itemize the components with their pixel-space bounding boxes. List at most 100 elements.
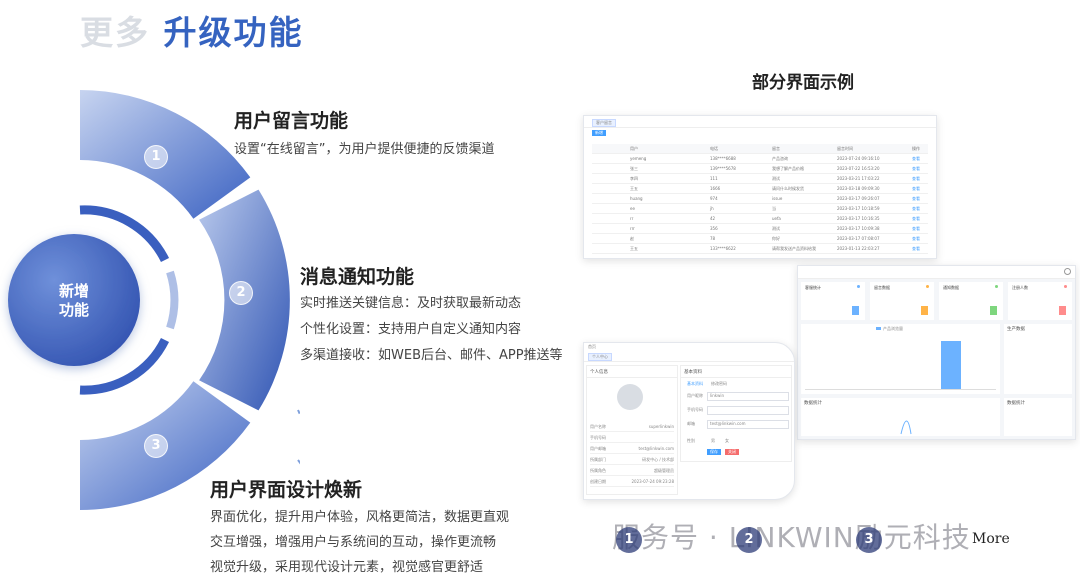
tab-messages[interactable]: 客户留言 xyxy=(592,119,616,127)
text-input[interactable] xyxy=(707,406,789,415)
table-cell: 1666 xyxy=(710,186,721,191)
gender-radio-female[interactable]: 女 xyxy=(725,438,729,443)
field-label: 用户名称 xyxy=(590,424,606,429)
table-cell: 2023-07-24 09:16:10 xyxy=(837,156,880,161)
table-cell: 111 xyxy=(710,176,718,181)
table-cell: 2023-03-21 17:03:22 xyxy=(837,176,880,181)
stat-card: 通知数据 xyxy=(939,282,1003,320)
table-cell: jh xyxy=(710,206,714,211)
bar-chart-panel: 产品浏览量 xyxy=(801,324,1000,394)
inner-arc xyxy=(79,205,170,263)
profile-field-row: 创建日期 2023-07-24 09:23:28 xyxy=(590,477,674,487)
table-cell: 当 xyxy=(772,206,776,211)
feature-number-badge: 3 xyxy=(144,434,168,458)
view-link[interactable]: 查看 xyxy=(912,246,920,251)
view-link[interactable]: 查看 xyxy=(912,236,920,241)
carousel-dot[interactable]: 3 xyxy=(856,527,882,553)
stat-card-title: 注册人数 xyxy=(1012,285,1028,290)
screenshot-message-table: 客户留言 新增 用户 电话 留言 留言时间 操作 yemeng 138****66… xyxy=(583,115,937,259)
screenshot-dashboard: 客服统计留言数据通知数据注册人数 产品浏览量 生产数据 数据统计 数据统计 xyxy=(797,265,1076,440)
view-link[interactable]: 查看 xyxy=(912,156,920,161)
table-cell: 赵 xyxy=(630,236,634,241)
status-dot-icon xyxy=(995,285,998,288)
carousel-dot[interactable]: 1 xyxy=(616,527,642,553)
breadcrumb[interactable]: 首页 xyxy=(588,344,596,349)
table-cell: 2023-03-17 10:16:35 xyxy=(837,216,880,221)
inner-arc xyxy=(79,337,170,395)
table-cell: 张三 xyxy=(630,166,638,171)
stat-card-title: 通知数据 xyxy=(943,285,959,290)
tab-change-password[interactable]: 修改密码 xyxy=(711,381,727,386)
field-label: 用户邮箱 xyxy=(590,446,606,451)
table-cell: 你好 xyxy=(772,236,780,241)
view-link[interactable]: 查看 xyxy=(912,196,920,201)
table-cell: 42 xyxy=(710,216,716,221)
table-cell: 测试 xyxy=(772,226,780,231)
table-cell: 2023-01-13 22:03:27 xyxy=(837,246,880,251)
field-label: 创建日期 xyxy=(590,479,606,484)
table-cell: 我想了解产品价格 xyxy=(772,166,804,171)
feature-description: 视觉升级，采用现代设计元素，视觉感官更舒适 xyxy=(210,560,484,575)
table-cell: 2023-07-22 16:53:20 xyxy=(837,166,880,171)
view-link[interactable]: 查看 xyxy=(912,226,920,231)
chart-bar xyxy=(941,341,961,389)
feature-title: 消息通知功能 xyxy=(300,266,415,288)
text-input[interactable]: linkwin xyxy=(707,392,789,401)
field-label: 所属角色 xyxy=(590,468,606,473)
input-label: 手机号码 xyxy=(687,407,703,412)
avatar[interactable] xyxy=(617,384,643,410)
stat-card: 留言数据 xyxy=(870,282,934,320)
view-link[interactable]: 查看 xyxy=(912,166,920,171)
stat-card-title: 留言数据 xyxy=(874,285,890,290)
view-link[interactable]: 查看 xyxy=(912,216,920,221)
line-chart-panel: 生产数据 xyxy=(1004,324,1072,394)
field-label: 手机号码 xyxy=(590,435,606,440)
tab-basic-info[interactable]: 基本资料 xyxy=(687,381,703,386)
search-icon[interactable] xyxy=(1064,268,1071,275)
table-cell: 139****5678 xyxy=(710,166,736,171)
title-prefix: 更多 xyxy=(80,13,150,52)
core-circle xyxy=(8,234,140,366)
table-cell: 78 xyxy=(710,236,716,241)
table-cell: yemeng xyxy=(630,156,647,161)
dashed-connector xyxy=(297,409,300,418)
table-cell: ee xyxy=(630,206,635,211)
feature-number-badge: 1 xyxy=(144,145,168,169)
status-dot-icon xyxy=(857,285,860,288)
view-link[interactable]: 查看 xyxy=(912,206,920,211)
input-label: 邮箱 xyxy=(687,421,695,426)
gender-radio-male[interactable]: 男 xyxy=(711,438,715,443)
text-input[interactable]: test@linkwin.com xyxy=(707,420,789,429)
add-button[interactable]: 新增 xyxy=(592,130,606,136)
tab-profile[interactable]: 个人中心 xyxy=(588,353,612,361)
table-row: 张三 139****5678 我想了解产品价格 2023-07-22 16:53:20… xyxy=(592,164,928,174)
view-link[interactable]: 查看 xyxy=(912,176,920,181)
field-value: 2023-07-24 09:23:28 xyxy=(631,479,674,484)
profile-field-row: 所属部门研发中心 / 技术部 xyxy=(590,455,674,465)
table-cell: 李四 xyxy=(630,176,638,181)
view-link[interactable]: 查看 xyxy=(912,186,920,191)
stat-card-title: 客服统计 xyxy=(805,285,821,290)
save-button[interactable]: 保存 xyxy=(707,449,721,455)
status-dot-icon xyxy=(1064,285,1067,288)
table-header-row: 用户 电话 留言 留言时间 操作 xyxy=(592,144,928,154)
table-cell: 王五 xyxy=(630,186,638,191)
table-cell: 2023-03-17 09:26:07 xyxy=(837,196,880,201)
bar-chart-icon xyxy=(1059,306,1066,315)
table-cell: rrr xyxy=(630,226,635,231)
inner-arc xyxy=(166,270,179,330)
more-link[interactable]: More xyxy=(972,531,1010,547)
carousel-dot[interactable]: 2 xyxy=(736,527,762,553)
stats-panel: 数据统计 xyxy=(801,398,1000,436)
table-cell: 138****6688 xyxy=(710,156,736,161)
close-button[interactable]: 关闭 xyxy=(725,449,739,455)
